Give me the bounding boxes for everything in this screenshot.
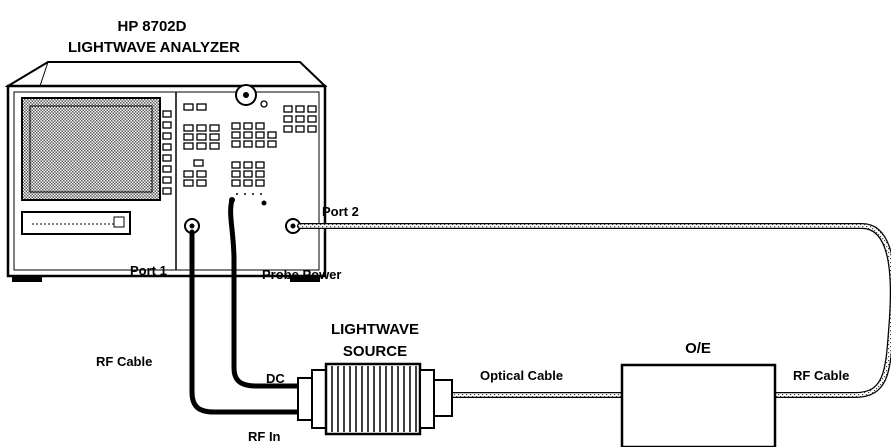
lightwave-source	[297, 362, 453, 436]
source-title-line1: LIGHTWAVE	[331, 321, 419, 338]
rf-cable-left-label: RF Cable	[96, 354, 152, 369]
analyzer-title-line2: LIGHTWAVE ANALYZER	[68, 39, 240, 56]
rf-in-label: RF In	[248, 429, 281, 444]
probe-power-label: Probe Power	[262, 267, 341, 282]
lightwave-analyzer-instrument	[4, 61, 328, 282]
oe-converter-box	[620, 363, 777, 447]
softkey-column	[162, 110, 172, 195]
source-title-line2: SOURCE	[343, 343, 407, 360]
port1-rf-cable	[189, 229, 301, 415]
oe-label: O/E	[685, 340, 711, 357]
small-knob	[260, 100, 268, 108]
front-panel-keys	[183, 103, 317, 187]
analyzer-title-line1: HP 8702D	[118, 18, 187, 35]
port1-label: Port 1	[130, 263, 167, 278]
rf-cable-right-label: RF Cable	[793, 368, 849, 383]
port2-label: Port 2	[322, 204, 359, 219]
dc-label: DC	[266, 371, 285, 386]
probe-power-cable	[228, 197, 301, 389]
disk-drive	[21, 211, 131, 235]
optical-cable-label: Optical Cable	[480, 368, 563, 383]
